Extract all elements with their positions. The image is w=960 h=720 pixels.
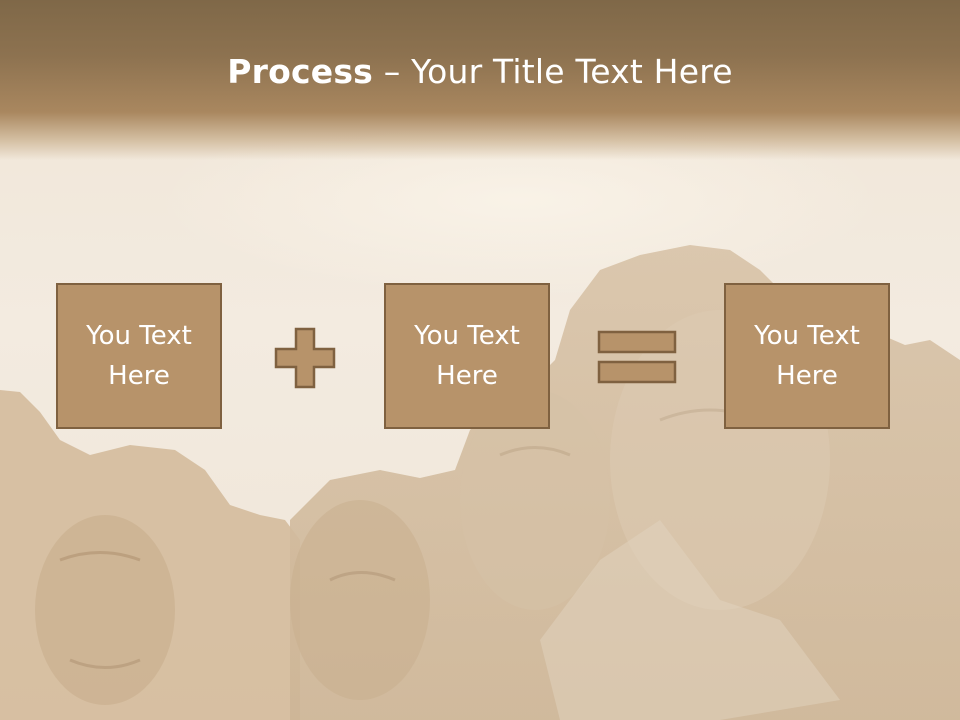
box-2-line-1: You Text (414, 321, 520, 351)
box-3-line-1: You Text (754, 321, 860, 351)
box-1-line-1: You Text (86, 321, 192, 351)
title-bold-part: Process (227, 52, 374, 91)
plus-icon (274, 327, 336, 389)
box-1-line-2: Here (108, 361, 170, 391)
process-box-2[interactable]: You Text Here (384, 283, 550, 429)
box-3-line-2: Here (776, 361, 838, 391)
title-rest-part: – Your Title Text Here (373, 52, 733, 91)
equals-icon (597, 330, 677, 384)
slide-title[interactable]: Process – Your Title Text Here (0, 52, 960, 91)
title-band (0, 0, 960, 160)
process-box-3[interactable]: You Text Here (724, 283, 890, 429)
process-box-1[interactable]: You Text Here (56, 283, 222, 429)
box-2-line-2: Here (436, 361, 498, 391)
